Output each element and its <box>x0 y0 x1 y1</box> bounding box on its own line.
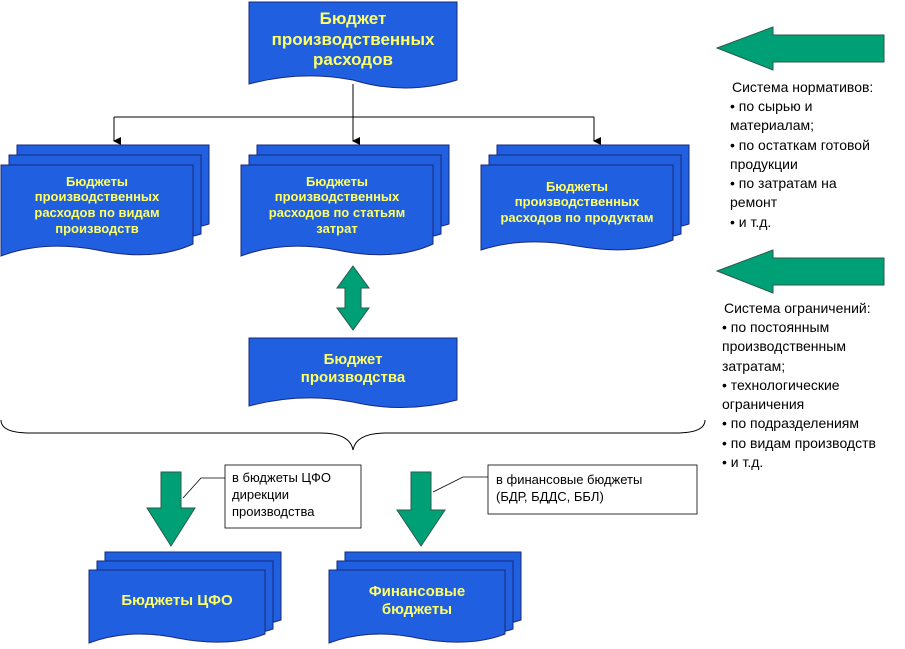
top-budget-box <box>248 1 458 89</box>
sub-budget-label-1: Бюджеты производственных расходов по вид… <box>34 173 160 236</box>
sub-budget-label-3: Бюджеты производственных расходов по про… <box>500 178 654 225</box>
down-arrow-icon <box>146 471 196 547</box>
financial-budgets-label: Финансовые бюджеты <box>368 583 466 618</box>
grouping-brace <box>0 419 706 451</box>
production-budget-label: Бюджет производства <box>300 351 406 386</box>
limits-title: Система ограничений: <box>724 300 871 316</box>
stack-cfo-budgets <box>88 551 282 644</box>
limits-items: • по постоянным производственным затрата… <box>722 319 876 471</box>
top-connectors <box>113 84 601 145</box>
stack-by-products <box>480 144 690 251</box>
callout-cfo-text: в бюджеты ЦФО дирекции производства <box>232 470 332 519</box>
left-arrow-icon <box>715 249 885 294</box>
stack-financial-budgets <box>328 551 522 644</box>
norms-items: • по сырью и материалам; • по остаткам г… <box>730 98 870 230</box>
down-arrow-icon <box>396 471 446 547</box>
callout-cfo-frame <box>224 464 362 529</box>
left-arrow-icon <box>715 26 885 71</box>
double-arrow-icon <box>336 265 370 331</box>
callout-cfo-leader <box>182 477 225 499</box>
stack-by-production-types <box>0 144 210 257</box>
sub-budget-label-2: Бюджеты производственных расходов по ста… <box>268 173 406 236</box>
cfo-budgets-label: Бюджеты ЦФО <box>121 592 233 609</box>
production-budget-box <box>248 337 458 409</box>
callout-financial-leader <box>432 476 488 493</box>
callout-financial-frame <box>487 464 698 515</box>
norms-title: Система нормативов: <box>732 79 874 95</box>
callout-financial-text: в финансовые бюджеты (БДР, БДДС, ББЛ) <box>496 472 643 504</box>
top-budget-label: Бюджет производственных расходов <box>271 9 435 70</box>
stack-by-cost-items <box>240 144 450 257</box>
